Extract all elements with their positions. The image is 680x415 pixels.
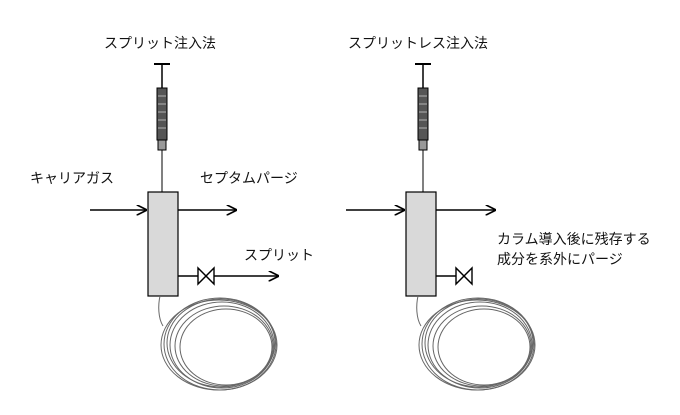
split-label: スプリット — [244, 248, 314, 264]
syringe-left — [154, 63, 170, 192]
column-coil-right — [416, 295, 536, 391]
splitless-injection-panel: スプリットレス注入法 カラム導入後に残存する 成分を系外にパージ — [346, 36, 651, 391]
split-injection-panel: スプリット注入法 キャリアガス セプタムパージ スプリット — [30, 36, 314, 391]
syringe-right — [415, 63, 431, 192]
column-coil-left — [158, 295, 278, 391]
carrier-gas-label: キャリアガス — [30, 171, 114, 187]
injector-body-left — [147, 191, 179, 297]
septum-purge-label: セプタムパージ — [200, 171, 298, 187]
split-valve-closed-icon — [455, 266, 473, 286]
splitless-title: スプリットレス注入法 — [348, 36, 488, 52]
injector-body-right — [405, 191, 437, 297]
purge-description-line1: カラム導入後に残存する — [497, 232, 651, 248]
split-title: スプリット注入法 — [104, 36, 216, 52]
purge-description-line2: 成分を系外にパージ — [497, 252, 623, 268]
split-valve-icon — [197, 266, 215, 286]
